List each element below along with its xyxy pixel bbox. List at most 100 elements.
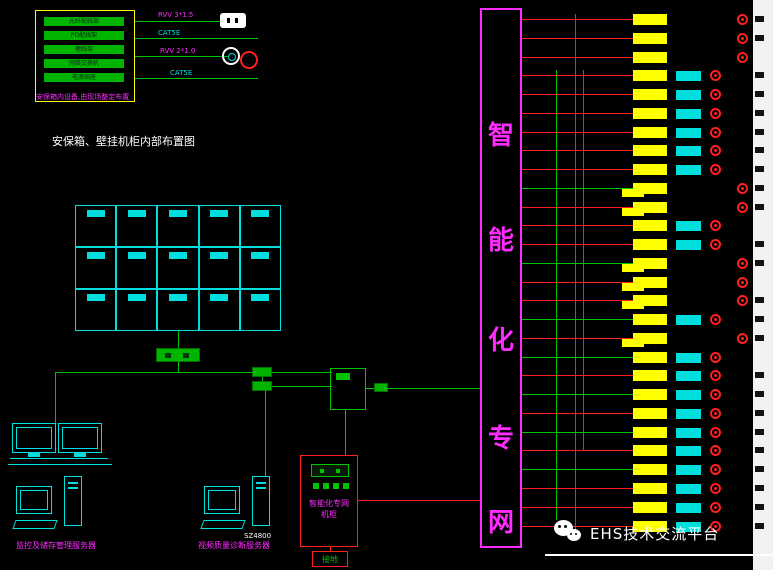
- wire: [55, 372, 56, 423]
- camera-target-icon: [737, 14, 748, 25]
- wire: [522, 432, 633, 433]
- wire: [135, 21, 222, 22]
- network-device: [156, 348, 200, 362]
- cell-handle: [168, 294, 187, 301]
- patch-block: [633, 183, 667, 194]
- keyboard: [200, 520, 246, 529]
- edge-mark: [755, 129, 764, 135]
- patch-block: [633, 108, 667, 119]
- wire: [522, 225, 633, 226]
- patch-block: [633, 333, 667, 344]
- backbone-char: 能: [487, 226, 514, 256]
- patch-block: [633, 464, 667, 475]
- cell-handle: [251, 252, 270, 259]
- terminal-block: [676, 146, 701, 156]
- patch-block: [633, 89, 667, 100]
- edge-mark: [755, 391, 764, 397]
- cabinet-cell: [239, 289, 281, 331]
- wire: [265, 387, 266, 476]
- patch-block: [633, 445, 667, 456]
- patch-row: [522, 257, 773, 272]
- patch-row: [522, 13, 773, 26]
- patch-row: [522, 426, 773, 439]
- camera-target-icon: [710, 239, 721, 250]
- patch-row: [522, 388, 773, 401]
- pc-monitor: [204, 486, 240, 514]
- patch-row: [522, 163, 773, 176]
- backbone-char: 网: [487, 508, 514, 538]
- terminal-block: [676, 240, 701, 250]
- pc-monitor: [16, 486, 52, 514]
- camera-target-icon: [710, 389, 721, 400]
- legend-note: 安保箱内设备,由现场整定布置: [36, 93, 130, 101]
- camera-target-icon: [710, 427, 721, 438]
- wire: [522, 150, 633, 151]
- camera-target-icon: [710, 70, 721, 81]
- cabinet-cell: [116, 289, 158, 331]
- patch-row: [522, 313, 773, 326]
- cell-handle: [127, 294, 146, 301]
- patch-block: [633, 295, 667, 306]
- camera-target-icon: [737, 52, 748, 63]
- patch-block-step: [622, 283, 644, 291]
- wire: [262, 372, 263, 387]
- server-label-right: 视频质量诊断服务器: [198, 541, 270, 550]
- edge-mark: [755, 260, 764, 266]
- patch-block: [633, 239, 667, 250]
- edge-mark: [755, 297, 764, 303]
- cell-handle: [210, 210, 229, 217]
- camera-target-icon: [737, 258, 748, 269]
- terminal-block: [676, 128, 701, 138]
- wire: [135, 38, 258, 39]
- splitter-module: [252, 381, 272, 391]
- edge-mark: [755, 335, 764, 341]
- cabinet-cell: [198, 247, 240, 289]
- edge-mark: [755, 447, 764, 453]
- wire: [522, 57, 633, 58]
- wire: [522, 113, 633, 114]
- keyboard: [12, 520, 58, 529]
- cabinet-cell: [75, 289, 117, 331]
- patch-row: [522, 107, 773, 120]
- wire: [135, 56, 228, 57]
- patch-row: [522, 463, 773, 476]
- patch-row: [522, 201, 773, 216]
- wire: [522, 357, 633, 358]
- patch-row: [522, 32, 773, 45]
- wire: [522, 188, 633, 189]
- patch-block: [633, 164, 667, 175]
- camera-target-icon: [710, 408, 721, 419]
- desk-line: [10, 458, 108, 459]
- pc-tower: [252, 476, 270, 526]
- terminal-block: [676, 522, 701, 532]
- splitter-module: [252, 367, 272, 377]
- trunk-line: [556, 70, 557, 520]
- terminal-block: [676, 109, 701, 119]
- monitor-stand: [28, 453, 40, 457]
- cabinet-cell: [239, 247, 281, 289]
- edge-mark: [755, 466, 764, 472]
- camera-target-icon: [710, 89, 721, 100]
- ground-box: 接地: [312, 551, 348, 567]
- rack-unit: 网络交换机: [44, 59, 124, 68]
- patch-block: [633, 314, 667, 325]
- wire: [522, 263, 633, 264]
- patch-block: [633, 145, 667, 156]
- patch-block: [633, 258, 667, 269]
- camera-target-icon: [710, 502, 721, 513]
- edge-mark: [755, 485, 764, 491]
- wire: [358, 500, 480, 501]
- edge-mark: [755, 241, 764, 247]
- patch-block: [633, 14, 667, 25]
- patch-row: [522, 520, 773, 533]
- cell-handle: [251, 294, 270, 301]
- wire-label-cat5e-2: CAT5E: [170, 69, 193, 77]
- rack-unit: 理线架: [44, 45, 124, 54]
- patch-row: [522, 501, 773, 514]
- cell-handle: [210, 252, 229, 259]
- wire: [522, 319, 633, 320]
- terminal-block: [676, 484, 701, 494]
- wire: [522, 507, 633, 508]
- power-socket-icon: [220, 13, 246, 28]
- edge-mark: [755, 372, 764, 378]
